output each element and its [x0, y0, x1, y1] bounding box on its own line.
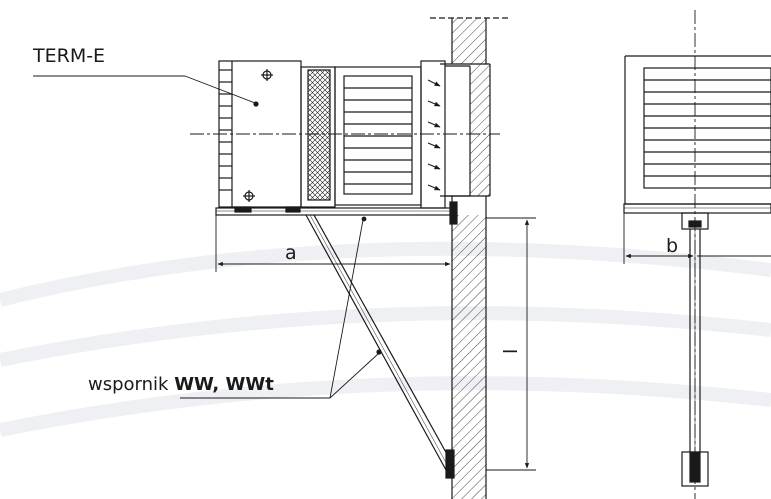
bracket-label: wspornik WW, WWt — [88, 374, 274, 395]
airflow-arrows — [427, 79, 441, 191]
dimension-b-label: b — [666, 235, 678, 257]
side-view — [33, 17, 536, 499]
filter-section — [300, 66, 336, 208]
bracket-leader-strut — [329, 353, 379, 399]
bracket-strut — [305, 214, 455, 479]
wall — [430, 17, 508, 499]
front-view — [623, 10, 771, 499]
dimension-b — [623, 213, 771, 264]
bracket-label-prefix: wspornik — [88, 374, 174, 395]
dimension-a-label: a — [285, 242, 297, 264]
term-e-leader — [184, 75, 256, 104]
heat-exchanger — [334, 66, 422, 206]
dimension-l — [486, 217, 536, 471]
background-swoosh — [0, 241, 771, 437]
unit-name-label: TERM-E — [32, 45, 105, 67]
front-heater-unit — [624, 55, 771, 205]
bracket-label-models: WW, WWt — [174, 374, 274, 395]
dimension-l-label: l — [500, 349, 522, 354]
bracket-leader-rail — [329, 219, 364, 399]
bracket-rail — [215, 201, 458, 225]
front-bracket — [623, 203, 771, 487]
dimension-a — [215, 215, 451, 272]
fan-section — [420, 60, 471, 209]
